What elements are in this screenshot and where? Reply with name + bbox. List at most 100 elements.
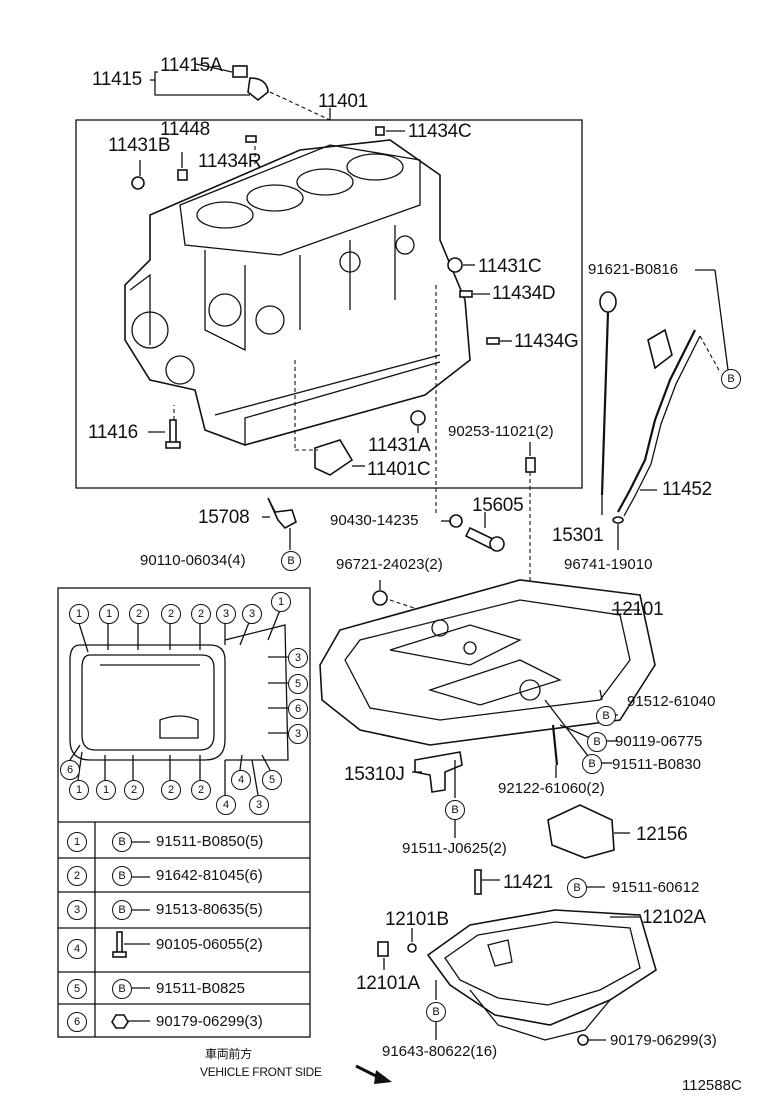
b-marker: B	[596, 706, 616, 726]
label-11434c: 11434C	[408, 121, 472, 142]
label-91511-60612: 91511-60612	[612, 879, 700, 896]
legend-num: 4	[67, 939, 87, 959]
inset-num: 2	[161, 604, 181, 624]
b-marker: B	[587, 732, 607, 752]
label-15708: 15708	[198, 507, 250, 528]
oil-pan-lower-12102a	[426, 909, 657, 1041]
cap-11401c	[314, 439, 354, 476]
label-15301: 15301	[552, 525, 604, 546]
inset-num: 2	[124, 780, 144, 800]
oring-96721	[372, 590, 388, 606]
label-96741-19010: 96741-19010	[564, 556, 653, 573]
inset-num: 1	[69, 780, 89, 800]
inset-pan-outline	[69, 624, 289, 761]
label-91512-61040: 91512-61040	[627, 693, 716, 710]
legend-num: 3	[67, 900, 87, 920]
label-11431a: 11431A	[368, 435, 431, 456]
label-90110-06034: 90110-06034(4)	[140, 552, 246, 569]
label-11448: 11448	[160, 119, 210, 140]
inset-num: 1	[99, 604, 119, 624]
inset-num: 3	[216, 604, 236, 624]
label-11416: 11416	[88, 422, 138, 443]
bracket-11415	[154, 71, 250, 96]
oring-96741	[612, 516, 624, 524]
label-11452: 11452	[662, 479, 712, 500]
inset-num: 2	[161, 780, 181, 800]
legend-part: 91513-80635(5)	[156, 901, 263, 918]
inset-num: 4	[231, 770, 251, 790]
label-11431c: 11431C	[478, 256, 542, 277]
label-12101: 12101	[612, 599, 664, 620]
label-11415: 11415	[92, 69, 142, 90]
vehicle-front-arrow-icon	[355, 1064, 392, 1084]
label-91511-b0830: 91511-B0830	[612, 756, 701, 773]
label-15310j: 15310J	[344, 764, 405, 785]
label-12101a: 12101A	[356, 973, 420, 994]
label-11401: 11401	[318, 91, 368, 112]
plug-11431a	[410, 410, 426, 426]
legend-nut-icon	[111, 1014, 150, 1029]
plug-11434d	[459, 290, 473, 298]
label-96721-24023: 96721-24023(2)	[336, 556, 443, 573]
legend-b-icon: B	[112, 832, 132, 852]
plug-15605	[464, 526, 497, 550]
dipstick-handle	[599, 291, 617, 313]
inset-num: 6	[288, 699, 308, 719]
label-12101b: 12101B	[385, 909, 449, 930]
drain-12101a	[377, 941, 389, 957]
inset-num: 5	[262, 770, 282, 790]
legend-bolt-icon	[112, 931, 150, 958]
legend-b-icon: B	[112, 866, 132, 886]
plug-11434g	[486, 337, 500, 345]
legend-part: 91511-B0850(5)	[156, 833, 264, 850]
engine-block	[124, 139, 471, 446]
label-92122-61060: 92122-61060(2)	[498, 780, 605, 797]
legend-box	[57, 587, 311, 1038]
label-12102a: 12102A	[642, 907, 706, 928]
plug-11434c	[375, 126, 385, 136]
label-11401c: 11401C	[367, 459, 431, 480]
inset-num: 2	[191, 780, 211, 800]
label-90119-06775: 90119-06775	[615, 733, 703, 750]
plug-11431b	[131, 176, 145, 190]
bolt-11416	[169, 419, 177, 445]
guide-11452	[617, 329, 696, 513]
label-11415a: 11415A	[160, 55, 223, 76]
label-90430-14235: 90430-14235	[330, 512, 419, 529]
vehicle-front-en: VEHICLE FRONT SIDE	[200, 1065, 322, 1079]
label-11431b: 11431B	[108, 135, 171, 156]
legend-part: 91511-B0825	[156, 980, 245, 997]
legend-part: 91642-81045(6)	[156, 867, 263, 884]
sensor-11415	[247, 77, 269, 102]
nut-90179	[577, 1034, 589, 1046]
inset-num: 3	[288, 724, 308, 744]
legend-b-icon: B	[112, 900, 132, 920]
plug-11434r	[245, 135, 257, 143]
b-marker: B	[721, 369, 741, 389]
label-91621-b0816: 91621-B0816	[588, 261, 679, 278]
inset-num: 3	[242, 604, 262, 624]
b-marker: B	[582, 754, 602, 774]
gasket-90430	[449, 514, 463, 528]
inset-num: 1	[96, 780, 116, 800]
inset-num: 4	[216, 795, 236, 815]
legend-part: 90179-06299(3)	[156, 1013, 263, 1030]
pin-90253	[525, 457, 536, 473]
label-11434g: 11434G	[514, 331, 579, 352]
inset-num: 6	[60, 760, 80, 780]
plug-12101b	[407, 943, 417, 953]
label-90179-06299-lower: 90179-06299(3)	[610, 1032, 717, 1049]
oil-pan-upper-12101	[319, 579, 656, 746]
stud-92122	[551, 724, 559, 766]
vehicle-front-jp: 車両前方	[205, 1047, 252, 1061]
inset-num: 3	[288, 648, 308, 668]
baffle-12156	[547, 804, 615, 859]
label-91511-j0625: 91511-J0625(2)	[402, 840, 507, 857]
legend-num: 1	[67, 832, 87, 852]
inset-num: 2	[129, 604, 149, 624]
inset-num: 1	[69, 604, 89, 624]
pin-11448	[177, 169, 188, 181]
label-91643-80622: 91643-80622(16)	[382, 1043, 498, 1060]
